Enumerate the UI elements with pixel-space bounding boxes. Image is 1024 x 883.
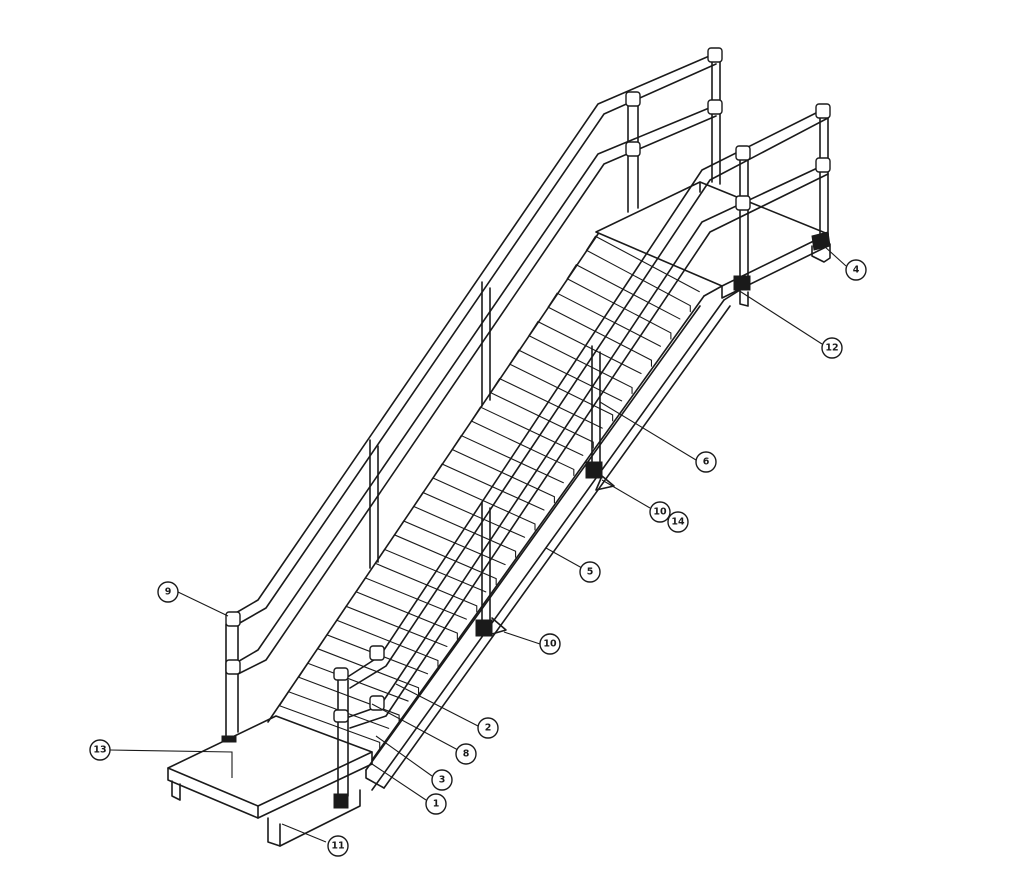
callout-bubbles: 9 13 11 1 3 8 2 10 <box>89 259 867 857</box>
callout-4: 4 <box>845 259 867 281</box>
stair-treads <box>279 235 700 749</box>
callout-4-label: 4 <box>853 265 860 276</box>
stair-tread <box>413 491 526 558</box>
callout-8: 8 <box>455 743 477 765</box>
callout-10-lower-label: 10 <box>543 639 557 650</box>
stair-tread <box>336 605 448 668</box>
callout-2-label: 2 <box>485 723 492 734</box>
callout-13: 13 <box>89 739 111 761</box>
callout-6: 6 <box>695 451 717 473</box>
left-handrail <box>225 53 721 741</box>
bottom-landing <box>167 715 373 847</box>
callout-12: 12 <box>821 337 843 359</box>
stair-tread <box>432 463 545 531</box>
callout-10-upper: 10 <box>649 501 671 523</box>
callout-14: 14 <box>667 511 689 533</box>
stair-tread <box>317 634 429 695</box>
stair-tread <box>298 662 409 722</box>
callout-12-label: 12 <box>825 343 838 354</box>
callout-1-label: 1 <box>433 799 440 810</box>
top-landing <box>595 181 831 307</box>
stair-tread <box>528 320 642 395</box>
stair-tread <box>470 406 584 476</box>
callout-5-label: 5 <box>587 567 594 578</box>
right-handrail <box>337 107 829 801</box>
callout-11: 11 <box>327 835 349 857</box>
callout-10-lower: 10 <box>539 633 561 655</box>
callout-14-label: 14 <box>671 517 685 528</box>
callout-3-label: 3 <box>439 775 446 786</box>
stair-tread <box>585 235 700 313</box>
callout-leaders <box>109 245 847 843</box>
callout-10-upper-label: 10 <box>653 507 667 518</box>
callout-2: 2 <box>477 717 499 739</box>
callout-11-label: 11 <box>331 841 344 852</box>
rail-fittings <box>225 47 831 723</box>
callout-9-label: 9 <box>165 587 172 598</box>
callout-3: 3 <box>431 769 453 791</box>
stair-tread <box>489 377 603 449</box>
stair-tread <box>279 691 390 749</box>
stair-tread <box>355 577 467 640</box>
callout-1: 1 <box>425 793 447 815</box>
stair-tread <box>451 434 564 504</box>
callout-13-label: 13 <box>93 745 106 756</box>
stair-tread <box>394 520 506 586</box>
callout-5: 5 <box>579 561 601 583</box>
stair-tread <box>547 292 662 367</box>
callout-8-label: 8 <box>463 749 470 760</box>
post-base-brackets <box>221 275 751 809</box>
callout-9: 9 <box>157 581 179 603</box>
stair-tread <box>509 349 623 422</box>
stair-tread <box>566 263 681 340</box>
callout-6-label: 6 <box>703 457 710 468</box>
